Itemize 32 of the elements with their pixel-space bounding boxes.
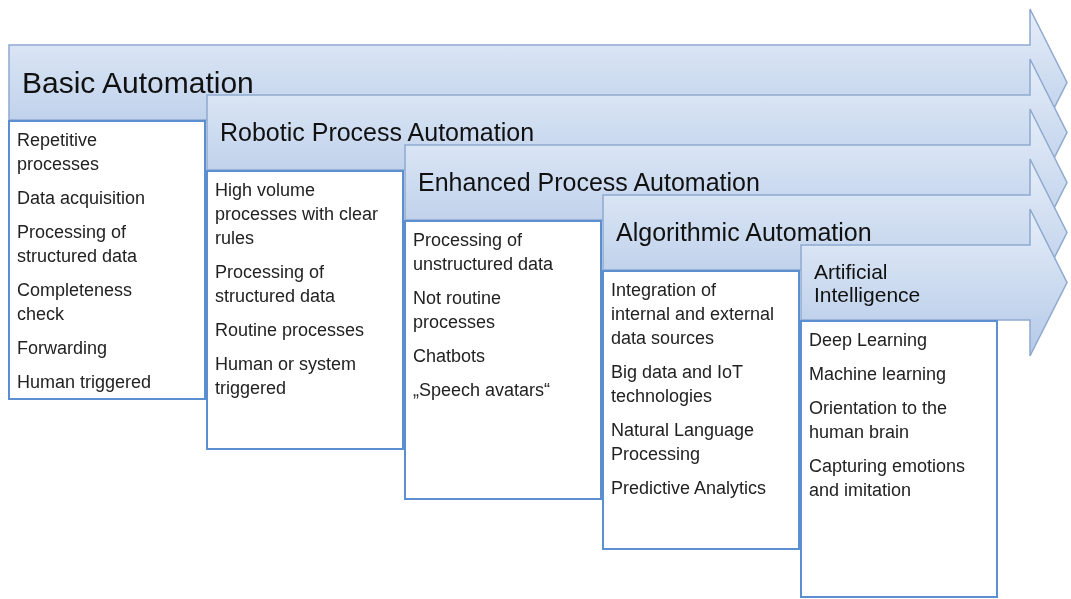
list-item: Human or system triggered [215, 353, 358, 400]
list-item: Processing of structured data [17, 221, 139, 268]
list-item: Processing of unstructured data [413, 229, 555, 276]
list-item: Orientation to the human brain [809, 397, 949, 444]
list-item: Processing of structured data [215, 261, 337, 308]
feature-list-box [404, 220, 602, 500]
stage-title: Algorithmic Automation [616, 218, 872, 246]
list-item: Natural Language Processing [611, 419, 756, 466]
list-item: Integration of internal and external data sources [611, 279, 776, 350]
list-item: Routine processes [215, 319, 366, 342]
feature-list-box [206, 170, 404, 450]
feature-list-box [800, 320, 998, 598]
list-item: Completeness check [17, 279, 134, 326]
list-item: Big data and IoT technologies [611, 361, 744, 408]
stage-title: Robotic Process Automation [220, 118, 535, 146]
stage-title: Artificial Intelligence [814, 259, 922, 306]
feature-list-box [602, 270, 800, 550]
list-item: „Speech avatars“ [413, 379, 552, 402]
list-item: Human triggered [17, 371, 153, 394]
list-item: Forwarding [17, 337, 109, 360]
list-item: Repetitive processes [17, 129, 101, 176]
list-item: Chatbots [413, 345, 487, 368]
list-item: Data acquisition [17, 187, 147, 210]
list-item: Not routine processes [413, 287, 503, 334]
stage-title: Enhanced Process Automation [418, 168, 760, 196]
list-item: Machine learning [809, 363, 948, 386]
stage-title: Basic Automation [22, 66, 254, 99]
list-item: High volume processes with clear rules [215, 179, 380, 250]
list-item: Predictive Analytics [611, 477, 768, 500]
list-item: Deep Learning [809, 329, 929, 352]
feature-list-box [8, 120, 206, 400]
list-item: Capturing emotions and imitation [809, 455, 967, 502]
